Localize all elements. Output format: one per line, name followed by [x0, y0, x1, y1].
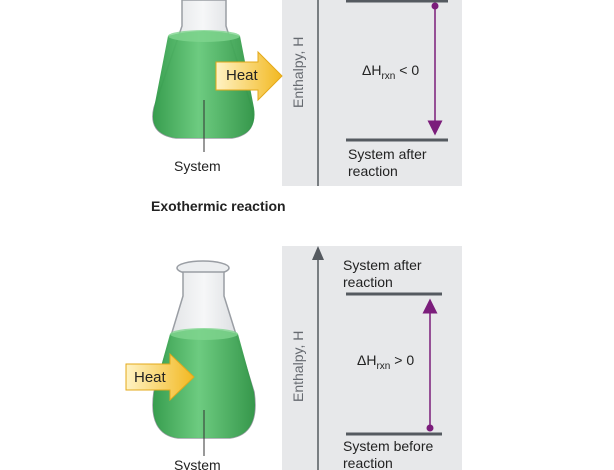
endo-axis-arrowhead: [312, 246, 324, 260]
endo-delta-label: ΔHrxn > 0: [357, 352, 415, 372]
exo-system-label: System: [174, 158, 221, 174]
exo-axis-label: Enthalpy, H: [290, 36, 306, 108]
exo-enthalpy-panel: [282, 0, 462, 186]
endo-system-label: System: [174, 457, 221, 470]
endo-heat-arrow-icon: [125, 352, 195, 402]
exo-heat-label: Heat: [226, 67, 258, 84]
exo-caption: Exothermic reaction: [151, 198, 286, 214]
endo-flask-icon: [152, 260, 256, 456]
endo-after-label: System after reaction: [343, 257, 422, 290]
exo-heat-arrow-icon: [215, 50, 283, 102]
exo-flask-icon: [152, 0, 255, 152]
exo-delta-label: ΔHrxn < 0: [362, 62, 420, 82]
endo-heat-label: Heat: [134, 369, 166, 386]
exo-after-label: System after reaction: [348, 146, 427, 179]
endo-before-label: System before reaction: [343, 438, 434, 470]
endo-axis-label: Enthalpy, H: [290, 330, 306, 402]
